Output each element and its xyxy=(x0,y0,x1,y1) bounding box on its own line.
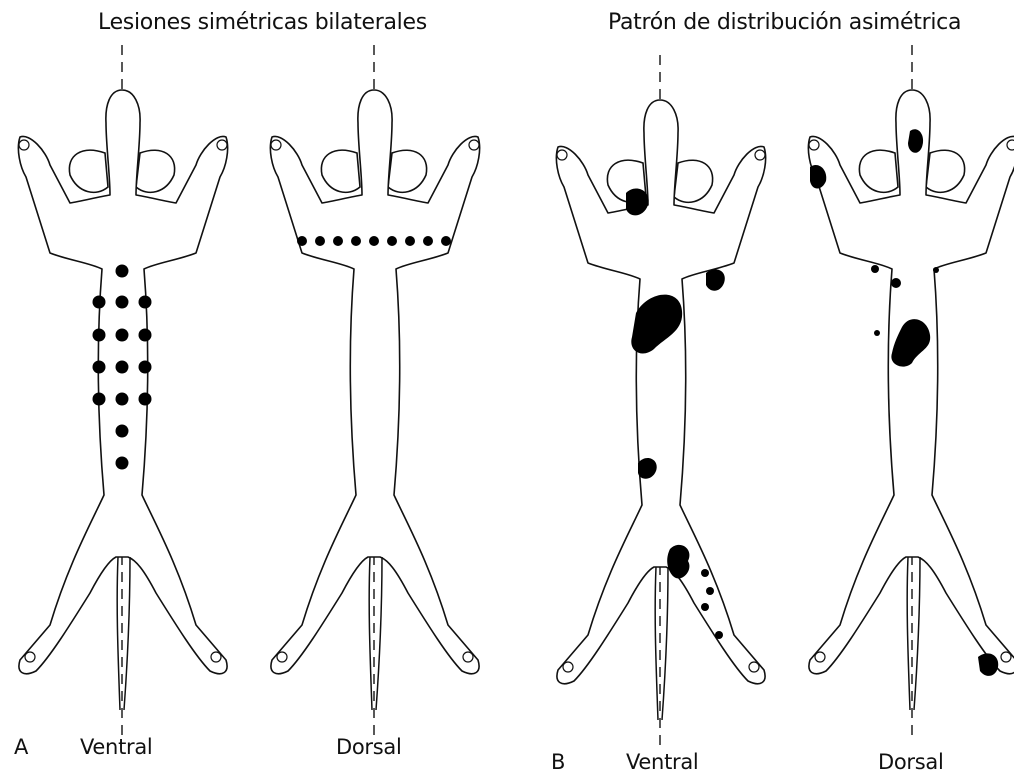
lesion-patch xyxy=(908,129,923,153)
lesion-patch xyxy=(978,653,998,676)
lesion-spot xyxy=(387,236,397,246)
panel-letter-b: B xyxy=(551,750,565,773)
lesion-spot xyxy=(116,457,129,470)
title-asymmetric-pattern: Patrón de distribución asimétrica xyxy=(608,10,961,35)
panel-letter-a: A xyxy=(14,735,28,759)
lesion-spot xyxy=(701,603,709,611)
lesion-spot xyxy=(116,329,129,342)
lesion-spot xyxy=(351,236,361,246)
dog-figure-b-dorsal xyxy=(800,45,1014,735)
lesion-spot xyxy=(116,361,129,374)
lesion-spot xyxy=(423,236,433,246)
dorsal-label-b: Dorsal xyxy=(878,750,944,773)
dorsal-label-a: Dorsal xyxy=(336,735,402,759)
lesion-spot xyxy=(706,587,714,595)
lesion-spot xyxy=(116,425,129,438)
lesion-spot xyxy=(701,569,709,577)
dog-figure-a-dorsal xyxy=(262,45,502,735)
lesion-spot xyxy=(139,329,152,342)
lesion-spot xyxy=(369,236,379,246)
lesion-patch xyxy=(667,545,689,579)
lesion-spot xyxy=(116,393,129,406)
lesion-spot xyxy=(139,393,152,406)
lesion-spot xyxy=(139,296,152,309)
lesion-spot xyxy=(116,296,129,309)
ventral-label-b: Ventral xyxy=(626,750,698,773)
lesion-spot xyxy=(315,236,325,246)
lesion-spot xyxy=(405,236,415,246)
dog-outline xyxy=(270,90,479,710)
lesion-spot xyxy=(116,265,129,278)
lesion-spot xyxy=(333,236,343,246)
lesion-spot xyxy=(139,361,152,374)
dog-figure-b-ventral xyxy=(548,55,788,745)
lesion-spot xyxy=(93,393,106,406)
lesion-patch xyxy=(706,269,725,290)
lesion-spot xyxy=(874,330,880,336)
lesion-spot xyxy=(441,236,451,246)
lesion-spot xyxy=(93,361,106,374)
dog-figure-a-ventral xyxy=(10,45,250,735)
lesion-spot xyxy=(871,265,879,273)
lesion-spot xyxy=(891,278,901,288)
title-symmetric-lesions: Lesiones simétricas bilaterales xyxy=(98,10,427,35)
ventral-label-a: Ventral xyxy=(80,735,152,759)
lesion-spot xyxy=(715,631,723,639)
lesion-spot xyxy=(93,296,106,309)
lesion-spot xyxy=(933,267,939,273)
dog-outline xyxy=(808,90,1014,710)
lesion-spot xyxy=(93,329,106,342)
dog-outline xyxy=(556,100,765,720)
lesion-spot xyxy=(297,236,307,246)
